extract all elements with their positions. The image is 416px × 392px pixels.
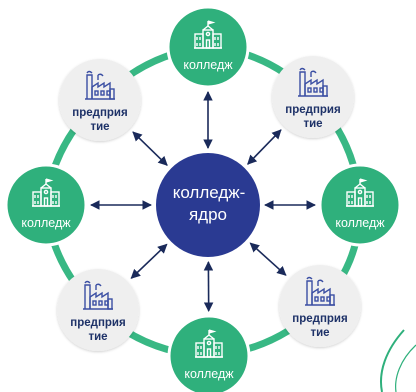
school-building-icon <box>194 20 222 49</box>
satellite-nodes: колледж предприя тие колледж предприя тие колл… <box>4 5 402 392</box>
college-label: колледж <box>183 58 233 72</box>
enterprise-circle <box>272 56 354 138</box>
college-circle <box>4 163 88 247</box>
double-arrow <box>130 243 168 279</box>
double-arrow <box>132 131 168 166</box>
enterprise-label-line2: тие <box>90 121 109 133</box>
college-label: колледж <box>21 216 71 230</box>
connection-arrows <box>90 91 316 312</box>
double-arrow <box>247 129 282 165</box>
school-building-icon <box>32 178 60 207</box>
node-bottom: колледж <box>167 314 251 392</box>
center-label-line2: ядро <box>189 205 227 224</box>
enterprise-label-line1: предприя <box>70 317 125 329</box>
center-label-line1: колледж- <box>173 183 246 202</box>
factory-icon <box>298 67 328 97</box>
school-building-icon <box>346 178 374 207</box>
decorative-swoosh-2 <box>395 344 416 392</box>
node-right: колледж <box>318 163 402 247</box>
enterprise-label-line1: предприя <box>72 107 127 119</box>
center-circle <box>156 153 260 257</box>
enterprise-label-line2: тие <box>310 327 329 339</box>
double-arrow <box>249 242 287 276</box>
enterprise-label-line2: тие <box>88 331 107 343</box>
school-building-icon <box>195 329 223 358</box>
node-bottom-right: предприя тие <box>279 265 361 347</box>
enterprise-label-line1: предприя <box>292 313 347 325</box>
college-label: колледж <box>335 216 385 230</box>
college-label: колледж <box>184 367 234 381</box>
node-bottom-left: предприя тие <box>57 269 139 351</box>
enterprise-circle <box>59 59 141 141</box>
college-circle <box>318 163 402 247</box>
college-circle <box>166 5 250 89</box>
college-circle <box>167 314 251 392</box>
factory-icon <box>305 276 335 306</box>
node-top-left: предприя тие <box>59 59 141 141</box>
center-node: колледж- ядро <box>156 153 260 257</box>
enterprise-circle <box>57 269 139 351</box>
enterprise-label-line2: тие <box>303 118 322 130</box>
node-top: колледж <box>166 5 250 89</box>
decorative-swoosh <box>380 329 405 392</box>
enterprise-label-line1: предприя <box>285 104 340 116</box>
factory-icon <box>83 280 113 310</box>
node-left: колледж <box>4 163 88 247</box>
factory-icon <box>85 70 115 100</box>
enterprise-circle <box>279 265 361 347</box>
node-top-right: предприя тие <box>272 56 354 138</box>
